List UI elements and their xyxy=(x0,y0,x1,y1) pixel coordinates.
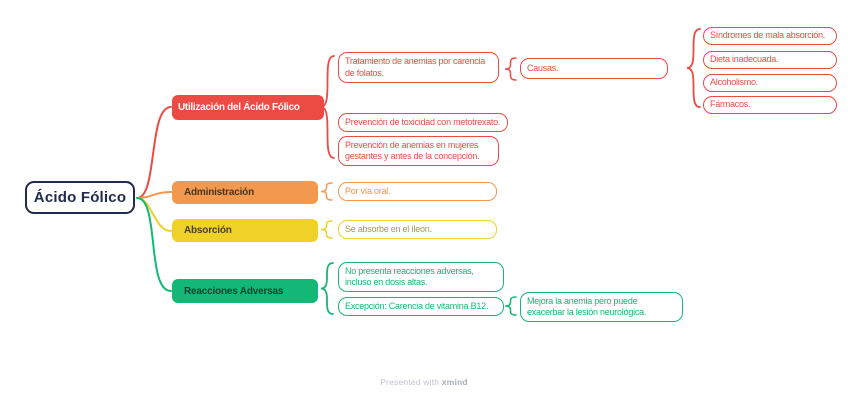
leaf-dieta-inadecuada[interactable]: Dieta inadecuada. xyxy=(703,51,837,69)
brace-causas-children xyxy=(686,28,701,108)
leaf-excepcion-vitamina-b12[interactable]: Excepción: Carencia de vitamina B12. xyxy=(338,297,504,316)
leaf-por-via-oral[interactable]: Por vía oral. xyxy=(338,182,497,201)
topic-absorcion[interactable]: Absorción xyxy=(172,219,318,242)
brace-excepcion-children xyxy=(504,296,517,316)
watermark-prefix: Presented with xyxy=(380,377,442,387)
brace-tratamiento-causas xyxy=(504,57,517,81)
connector-root-absorcion xyxy=(136,197,172,232)
leaf-no-presenta-reacciones[interactable]: No presenta reacciones adversas, incluso… xyxy=(338,262,504,292)
topic-reacciones-adversas[interactable]: Reacciones Adversas xyxy=(172,279,318,303)
leaf-prevencion-toxicidad[interactable]: Prevención de toxicidad con metotrexato. xyxy=(338,113,508,132)
connector-root-reacciones xyxy=(136,197,172,292)
leaf-prevencion-anemias-gestantes[interactable]: Prevención de anemias en mujeres gestant… xyxy=(338,136,499,166)
leaf-farmacos[interactable]: Fármacos. xyxy=(703,96,837,114)
leaf-sindromes-mala-absorcion[interactable]: Síndromes de mala absorción. xyxy=(703,27,837,45)
topic-root[interactable]: Ácido Fólico xyxy=(25,181,135,214)
leaf-causas[interactable]: Causas. xyxy=(520,58,668,79)
connector-root-administracion xyxy=(136,191,172,199)
brace-reacciones-children xyxy=(320,262,334,315)
topic-administracion[interactable]: Administración xyxy=(172,181,318,204)
brace-absorcion-children xyxy=(320,220,333,239)
connector-root-utilizacion xyxy=(136,106,172,199)
brace-administracion-children xyxy=(320,182,333,201)
watermark-brand: xmind xyxy=(441,377,468,387)
leaf-mejora-anemia[interactable]: Mejora la anemia pero puede exacerbar la… xyxy=(520,292,683,322)
topic-utilizacion[interactable]: Utilización del Ácido Fólico xyxy=(172,95,324,120)
leaf-se-absorbe-ileon[interactable]: Se absorbe en el íleon. xyxy=(338,220,497,239)
leaf-alcoholismo[interactable]: Alcoholismo. xyxy=(703,74,837,92)
xmind-watermark: Presented with xmind xyxy=(0,377,848,387)
leaf-tratamiento-anemias[interactable]: Tratamiento de anemias por carencia de f… xyxy=(338,52,499,83)
